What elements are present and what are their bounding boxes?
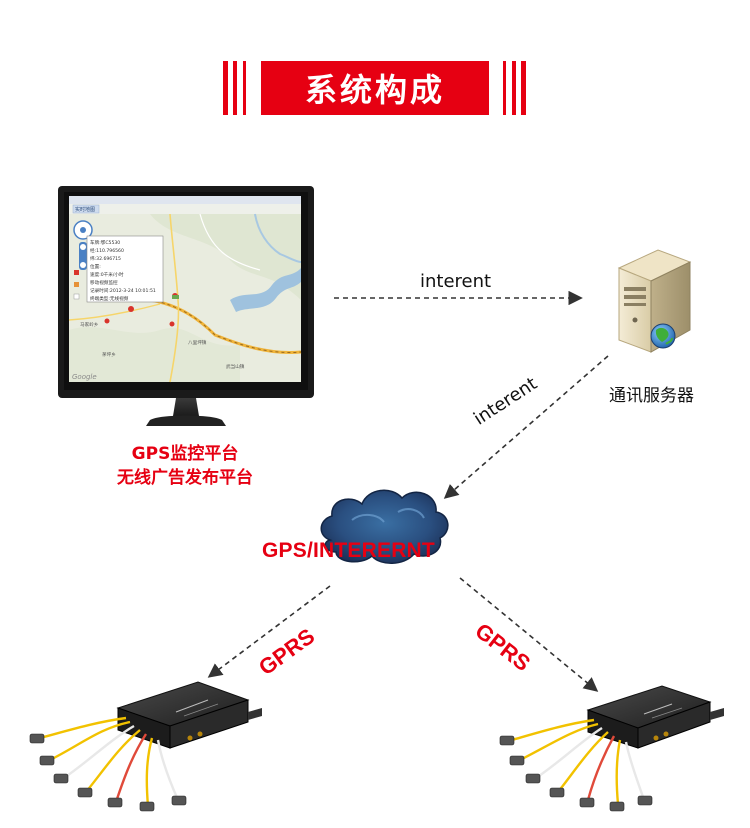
section-title: 系统构成 bbox=[261, 61, 489, 115]
title-stripe-left-1 bbox=[223, 61, 228, 115]
map-label: 茅坪乡 bbox=[102, 351, 116, 358]
popup-line: 纬:32.696715 bbox=[90, 255, 121, 262]
map-label: 八里坪镇 bbox=[188, 339, 207, 346]
server-icon bbox=[617, 249, 692, 353]
popup-line: 记录时间:2012-3-24 10:01:51 bbox=[90, 287, 156, 294]
cloud-label: GPS/INTERERNT bbox=[262, 539, 435, 562]
network-cloud bbox=[320, 489, 449, 564]
platform-label-line2: 无线广告发布平台 bbox=[117, 468, 253, 488]
arrow-cloud-to-device-right bbox=[459, 577, 599, 692]
connection-arrows bbox=[207, 290, 609, 692]
platform-label: GPS监控平台 无线广告发布平台 bbox=[80, 442, 290, 490]
map-watermark: Google bbox=[72, 373, 97, 381]
popup-line: 终端类型:无线视频 bbox=[90, 295, 129, 302]
title-stripe-left-2 bbox=[233, 61, 237, 115]
title-stripe-right-2 bbox=[512, 61, 516, 115]
map-label: 武当山镇 bbox=[226, 363, 245, 370]
map-label: 马家岭乡 bbox=[80, 321, 99, 328]
popup-line: 移动视频监控 bbox=[90, 279, 118, 286]
dvr-device-left bbox=[29, 681, 262, 812]
map-screen: 实时地图 bbox=[68, 196, 302, 383]
link-label-top: interent bbox=[420, 271, 492, 292]
popup-line: 车牌:鄂C5530 bbox=[90, 239, 120, 246]
popup-text: 车牌:鄂C5530 经:110.796560 纬:32.696715 位置: 速… bbox=[90, 239, 156, 302]
server-label: 通讯服务器 bbox=[609, 386, 694, 406]
monitor: 实时地图 bbox=[58, 186, 314, 426]
popup-line: 速度:0千米/小时 bbox=[90, 271, 124, 278]
title-stripe-right-3 bbox=[521, 61, 526, 115]
screen-tab-label: 实时地图 bbox=[75, 206, 95, 213]
popup-line: 经:110.796560 bbox=[90, 247, 124, 254]
popup-line: 位置: bbox=[90, 263, 101, 270]
title-stripe-right-1 bbox=[503, 61, 506, 115]
arrow-cloud-to-device-left bbox=[207, 585, 331, 678]
title-stripe-left-3 bbox=[243, 61, 246, 115]
dvr-device-right bbox=[499, 685, 724, 812]
platform-label-line1: GPS监控平台 bbox=[131, 444, 239, 464]
